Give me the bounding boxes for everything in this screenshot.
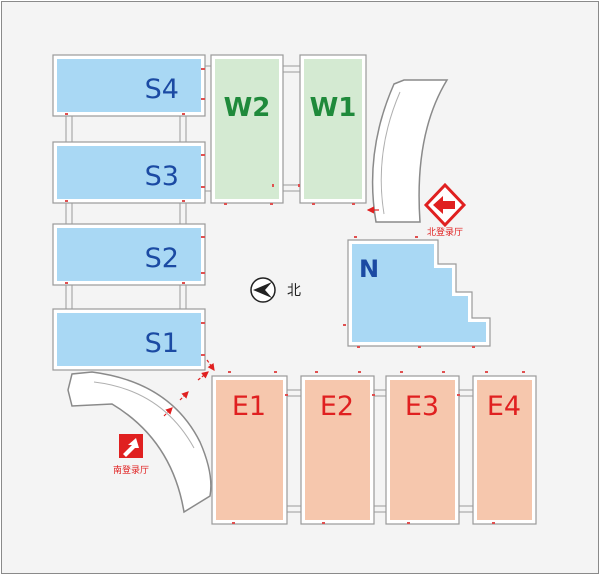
hall-E2-label: E2 bbox=[320, 391, 354, 422]
hall-S4-label: S4 bbox=[145, 74, 179, 105]
hall-E4-label: E4 bbox=[487, 391, 521, 422]
hall-W1-label: W1 bbox=[310, 93, 357, 123]
hall-E1[interactable]: E1 bbox=[211, 375, 288, 525]
hall-W1[interactable]: W1 bbox=[299, 54, 367, 204]
hall-S2[interactable]: S2 bbox=[52, 223, 206, 286]
north-lobby-building bbox=[371, 79, 449, 223]
hall-S3[interactable]: S3 bbox=[52, 141, 206, 204]
west-connectors bbox=[205, 65, 300, 192]
north-lobby-entrance-icon[interactable] bbox=[423, 182, 467, 228]
hall-W2[interactable]: W2 bbox=[210, 54, 284, 204]
south-entry-arrows bbox=[163, 359, 215, 417]
hall-S3-label: S3 bbox=[145, 161, 179, 192]
hall-N-label: N bbox=[359, 255, 379, 283]
hall-E1-label: E1 bbox=[232, 391, 266, 422]
door-markers bbox=[65, 68, 525, 524]
compass-label: 北 bbox=[287, 283, 301, 299]
south-lobby-entrance-icon[interactable] bbox=[119, 434, 143, 458]
hall-S1[interactable]: S1 bbox=[52, 308, 206, 371]
hall-E3[interactable]: E3 bbox=[385, 375, 460, 525]
east-connectors bbox=[287, 389, 473, 513]
compass-north-icon bbox=[250, 277, 276, 303]
south-lobby-building bbox=[67, 371, 212, 514]
north-lobby-label: 北登录厅 bbox=[427, 227, 463, 238]
hall-S4[interactable]: S4 bbox=[52, 54, 206, 117]
hall-E2[interactable]: E2 bbox=[300, 375, 375, 525]
hall-E3-label: E3 bbox=[405, 391, 439, 422]
hall-W2-label: W2 bbox=[224, 93, 271, 123]
hall-E4[interactable]: E4 bbox=[472, 375, 537, 525]
hall-S2-label: S2 bbox=[145, 243, 179, 274]
hall-S1-label: S1 bbox=[145, 328, 179, 359]
south-lobby-label: 南登录厅 bbox=[113, 464, 149, 476]
hall-N[interactable]: N bbox=[347, 239, 491, 347]
south-connectors bbox=[65, 116, 187, 309]
